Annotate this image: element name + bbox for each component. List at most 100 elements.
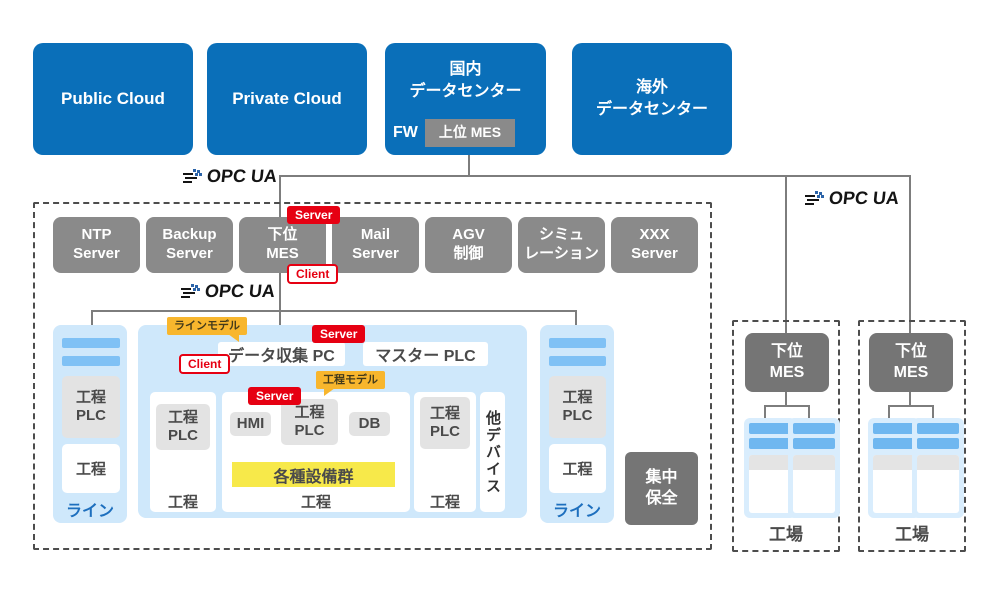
hmi-label: HMI bbox=[236, 415, 265, 432]
opcua-label: OPC UA bbox=[204, 281, 277, 301]
process-label-b: 工程 bbox=[300, 494, 331, 511]
central-maintenance-label-line1: 集中 bbox=[645, 468, 678, 486]
domestic-datacenter-box: 国内 データセンター FW 上位 MES bbox=[385, 43, 546, 155]
left-line-label: ライン bbox=[65, 503, 114, 520]
connector-bus2-left-drop bbox=[91, 312, 93, 325]
tower-blue-stripe bbox=[749, 423, 791, 434]
backup-server-box: Backup Server bbox=[146, 217, 233, 273]
tower-body bbox=[793, 455, 835, 513]
mail-server-box: Mail Server bbox=[332, 217, 419, 273]
lower-mes-client-badge: Client bbox=[287, 264, 339, 285]
process-plc-label-line1: 工程 bbox=[167, 409, 198, 426]
tower-gray-stripe bbox=[749, 455, 791, 470]
tower-body bbox=[873, 455, 915, 513]
line-model-tag: ラインモデル bbox=[167, 317, 247, 343]
master-plc-label: マスター PLC bbox=[375, 348, 476, 365]
connector-f1-tower1 bbox=[764, 407, 766, 418]
connector-f2-mes-down bbox=[909, 392, 911, 406]
connector-f1-tower2 bbox=[808, 407, 810, 418]
factory2-server-tower-2 bbox=[912, 418, 964, 518]
private-cloud-box: Private Cloud bbox=[207, 43, 367, 155]
left-line-server-stripe-2 bbox=[62, 356, 120, 366]
factory1-label: 工場 bbox=[769, 525, 803, 544]
right-line-server-stripe-1 bbox=[549, 338, 606, 348]
process-plc-a-box: 工程 PLC bbox=[156, 404, 210, 450]
right-line-label: ライン bbox=[552, 503, 601, 520]
xxx-server-box: XXX Server bbox=[611, 217, 698, 273]
connector-lower-mes-to-data-pc bbox=[279, 272, 281, 342]
left-line-process-box: 工程 bbox=[62, 444, 120, 493]
tower-blue-stripe bbox=[793, 423, 835, 434]
process-plc-label-line1: 工程 bbox=[75, 389, 106, 406]
factory1-server-tower-2 bbox=[788, 418, 840, 518]
simulation-box: シミュ レーション bbox=[518, 217, 605, 273]
left-line-process-plc-box: 工程 PLC bbox=[62, 376, 120, 438]
factory-lower-mes-label-line2: MES bbox=[893, 363, 929, 381]
ntp-server-label-line2: Server bbox=[73, 245, 120, 262]
right-line-server-stripe-2 bbox=[549, 356, 606, 366]
simulation-label-line2: レーション bbox=[524, 245, 599, 262]
firewall-label: FW bbox=[393, 124, 418, 141]
tower-blue-stripe bbox=[873, 438, 915, 449]
ntp-server-label-line1: NTP bbox=[81, 226, 112, 244]
process-plc-label-line2: PLC bbox=[430, 423, 460, 440]
process-plc-label-line2: PLC bbox=[76, 407, 106, 424]
lower-mes-label-line1: 下位 bbox=[267, 226, 298, 244]
connector-bus1-to-factory1 bbox=[785, 177, 787, 333]
data-collection-pc-label: データ収集 PC bbox=[228, 348, 335, 365]
data-pc-server-badge: Server bbox=[312, 325, 366, 344]
public-cloud-box: Public Cloud bbox=[33, 43, 193, 155]
overseas-datacenter-label-line2: データセンター bbox=[595, 101, 708, 118]
process-plc-label-line2: PLC bbox=[562, 407, 593, 424]
process-label: 工程 bbox=[562, 461, 593, 478]
central-maintenance-label-line2: 保全 bbox=[645, 489, 678, 507]
mail-server-label-line1: Mail bbox=[360, 226, 391, 244]
factory2-server-tower-1 bbox=[868, 418, 920, 518]
connector-bus2-right-drop bbox=[575, 312, 577, 325]
factory-lower-mes-label-line1: 下位 bbox=[894, 342, 927, 360]
opcua-logo-middle: OPC UA bbox=[181, 281, 277, 302]
tower-body bbox=[749, 455, 791, 513]
factory1-server-tower-1 bbox=[744, 418, 796, 518]
process-model-tag: 工程モデル bbox=[316, 371, 385, 397]
lower-mes-label-line2: MES bbox=[266, 245, 299, 262]
left-line-server-stripe-1 bbox=[62, 338, 120, 348]
main-site-boundary bbox=[33, 202, 712, 550]
factory-lower-mes-label-line2: MES bbox=[769, 363, 805, 381]
process-label-a: 工程 bbox=[167, 494, 198, 511]
overseas-datacenter-box: 海外 データセンター bbox=[572, 43, 732, 155]
master-plc-box: マスター PLC bbox=[363, 342, 488, 366]
factory2-lower-mes-box: 下位 MES bbox=[869, 333, 953, 392]
lower-mes-box: 下位 MES bbox=[239, 217, 326, 273]
process-plc-c-box: 工程 PLC bbox=[420, 397, 470, 449]
process-label: 工程 bbox=[75, 461, 106, 478]
mail-server-label-line2: Server bbox=[352, 245, 399, 262]
tower-gray-stripe bbox=[793, 455, 835, 470]
upper-mes-box: 上位 MES bbox=[424, 119, 516, 147]
opcua-logo-right: OPC UA bbox=[805, 188, 901, 209]
data-collection-pc-box: データ収集 PC bbox=[218, 342, 345, 366]
opcua-swoosh-icon bbox=[183, 168, 202, 183]
tower-gray-stripe bbox=[873, 455, 915, 470]
overseas-datacenter-label-line1: 海外 bbox=[635, 78, 668, 96]
connector-f2-tower2 bbox=[932, 407, 934, 418]
opcua-label: OPC UA bbox=[206, 166, 279, 186]
connector-f1-fork bbox=[764, 405, 810, 407]
backup-server-label-line2: Server bbox=[166, 245, 213, 262]
connector-f2-tower1 bbox=[888, 407, 890, 418]
tower-gray-stripe bbox=[917, 455, 959, 470]
tower-blue-stripe bbox=[917, 438, 959, 449]
central-maintenance-box: 集中 保全 bbox=[625, 452, 698, 525]
process-plc-label-line1: 工程 bbox=[562, 389, 593, 406]
factory2-label: 工場 bbox=[895, 525, 929, 544]
connector-bus1-to-factory2 bbox=[909, 177, 911, 333]
hmi-box: HMI bbox=[230, 412, 271, 436]
simulation-label-line1: シミュ bbox=[538, 226, 584, 244]
xxx-server-label-line2: Server bbox=[631, 245, 678, 262]
right-line-process-box: 工程 bbox=[549, 444, 606, 493]
opcua-label: OPC UA bbox=[828, 188, 901, 208]
lower-mes-server-badge: Server bbox=[287, 206, 341, 225]
right-line-process-plc-box: 工程 PLC bbox=[549, 376, 606, 438]
domestic-datacenter-label-line2: データセンター bbox=[409, 83, 522, 101]
